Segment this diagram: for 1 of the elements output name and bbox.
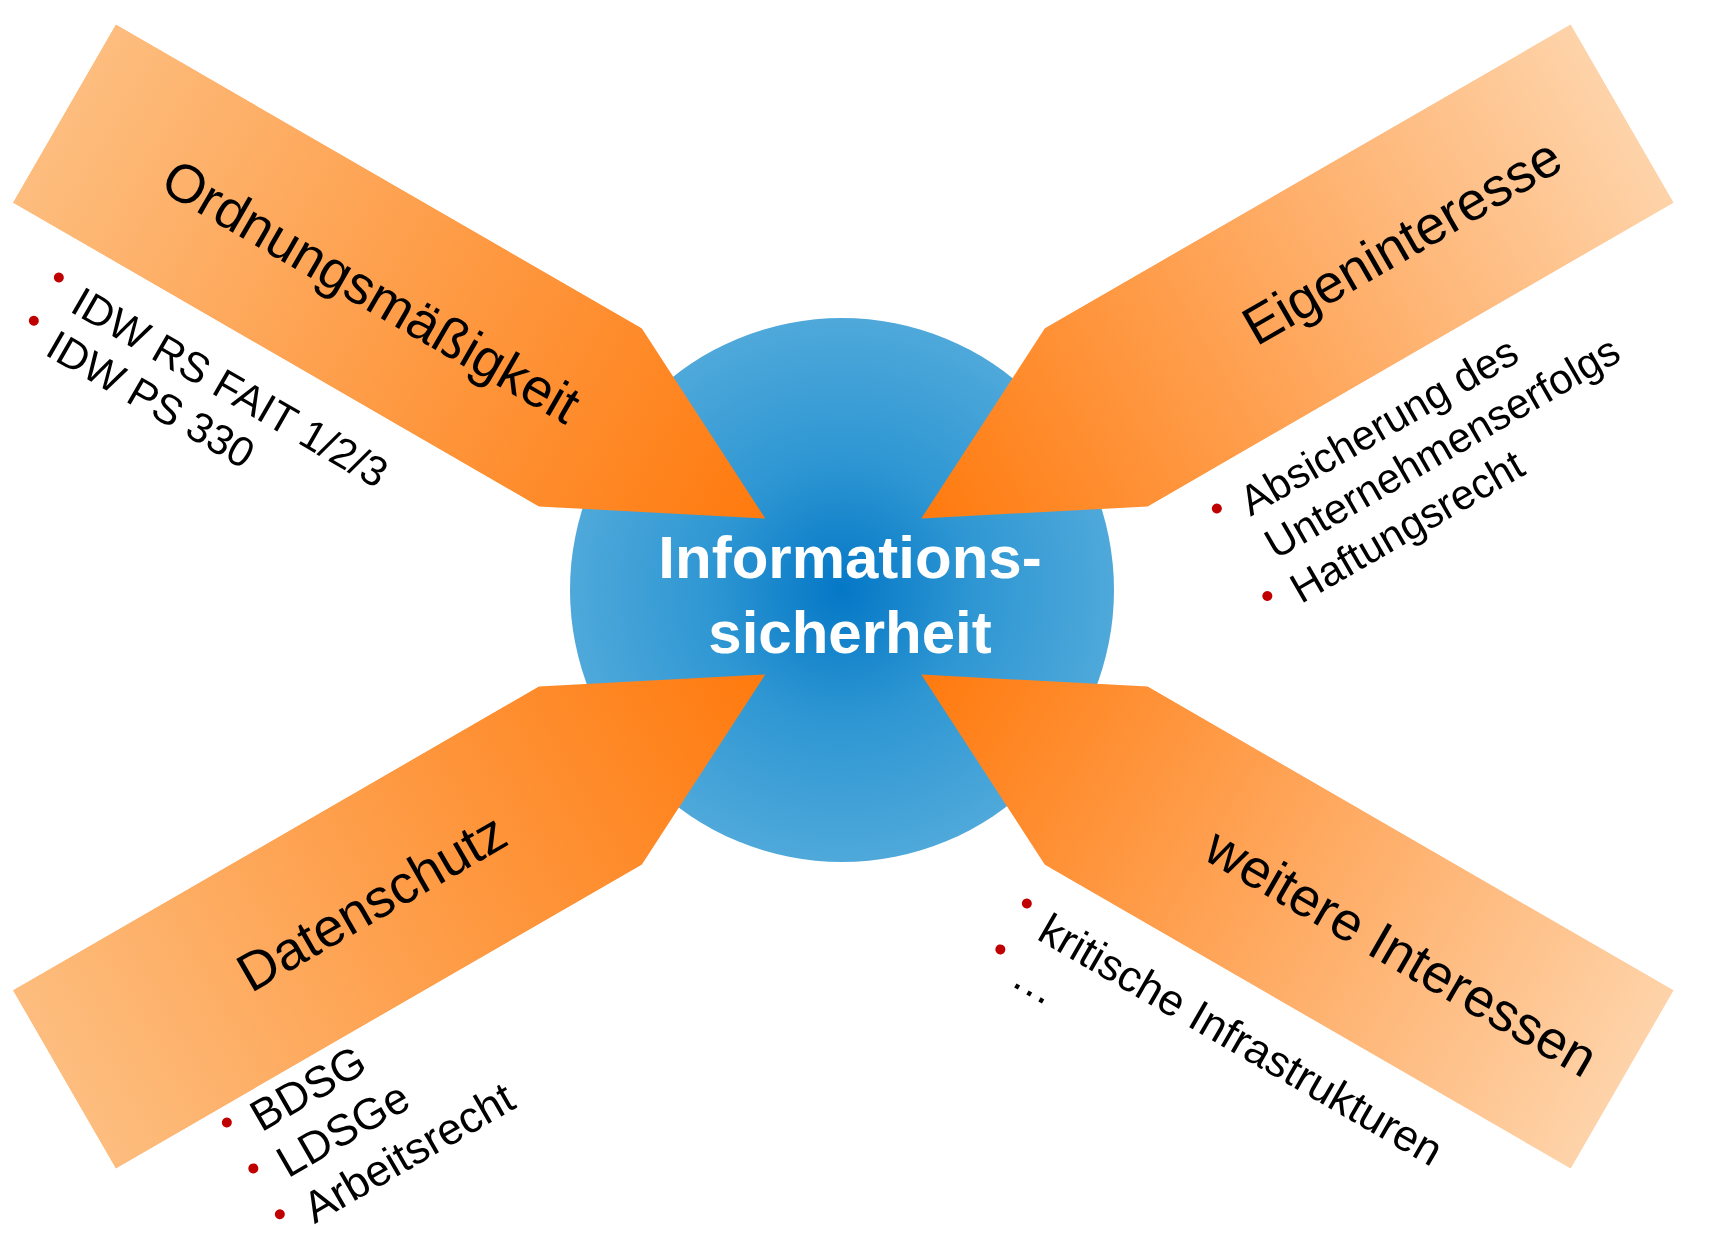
circle-title: Informations- sicherheit [657, 523, 1043, 668]
